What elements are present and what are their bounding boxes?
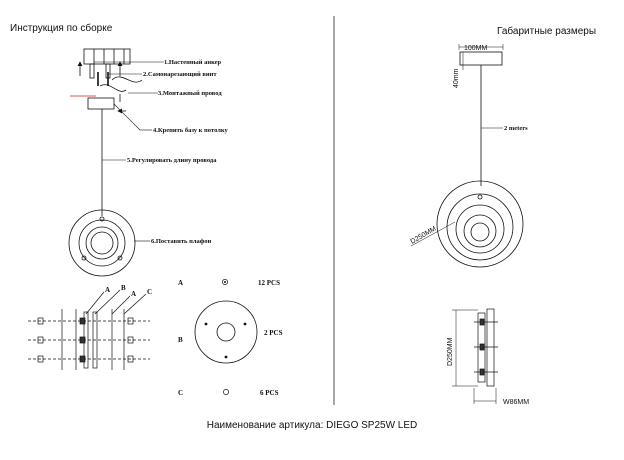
washer-part-icon [223,389,229,395]
parts-list: A 12 PCS B 2 PCS C 6 PCS [178,279,283,397]
part-a-letter: A [178,279,183,287]
shade-diameter-dim: D250MM [410,225,438,245]
side-height-dim: D250MM [447,337,454,366]
mounting-wire [111,76,143,83]
dimensions-title: Габаритные размеры [497,26,597,37]
wall-anchor-icon [89,63,95,79]
step-4-label: 4.Крепить базу к потолку [153,127,229,134]
shade-dim-view [436,180,524,268]
layer-label-a: A [105,286,110,294]
layer-label-b: B [121,284,126,292]
step-5-label: 5.Регулировать длину провода [127,157,217,164]
layer-stack-side-view [28,289,150,370]
layer-label-a-second: A [131,290,136,298]
step-1-label: 1.Настенный анкер [164,59,222,66]
canopy-base [87,97,115,110]
wire-length-dim: 2 meters [504,125,528,132]
step-2-label: 2.Самонарезающий винт [143,71,217,78]
disc-part-icon [194,300,258,364]
part-b-qty: 2 PCS [264,329,283,337]
layer-label-c: C [147,288,152,296]
canopy-width-dim: 100MM [464,45,488,52]
part-c-letter: C [178,389,183,397]
dimension-front-view [410,44,524,268]
shade-front-view [68,209,136,277]
step-6-label: 6.Поставить плафон [151,238,211,245]
article-name: Наименование артикула: DIEGO SP25W LED [206,420,418,431]
assembly-title: Инструкция по сборке [10,23,113,34]
part-c-qty: 6 PCS [260,389,279,397]
step-leaders [94,61,164,242]
dimension-side-view [452,308,498,404]
step-3-label: 3.Монтажный провод [158,90,222,97]
canopy-dim-box [459,51,503,66]
canopy-height-dim: 40mm [453,68,460,88]
part-a-qty: 12 PCS [258,279,280,287]
part-b-letter: B [178,336,183,344]
ceiling-mount-assembly [68,48,143,277]
spacer-part-icon [222,279,228,285]
side-width-dim: W86MM [503,399,529,406]
